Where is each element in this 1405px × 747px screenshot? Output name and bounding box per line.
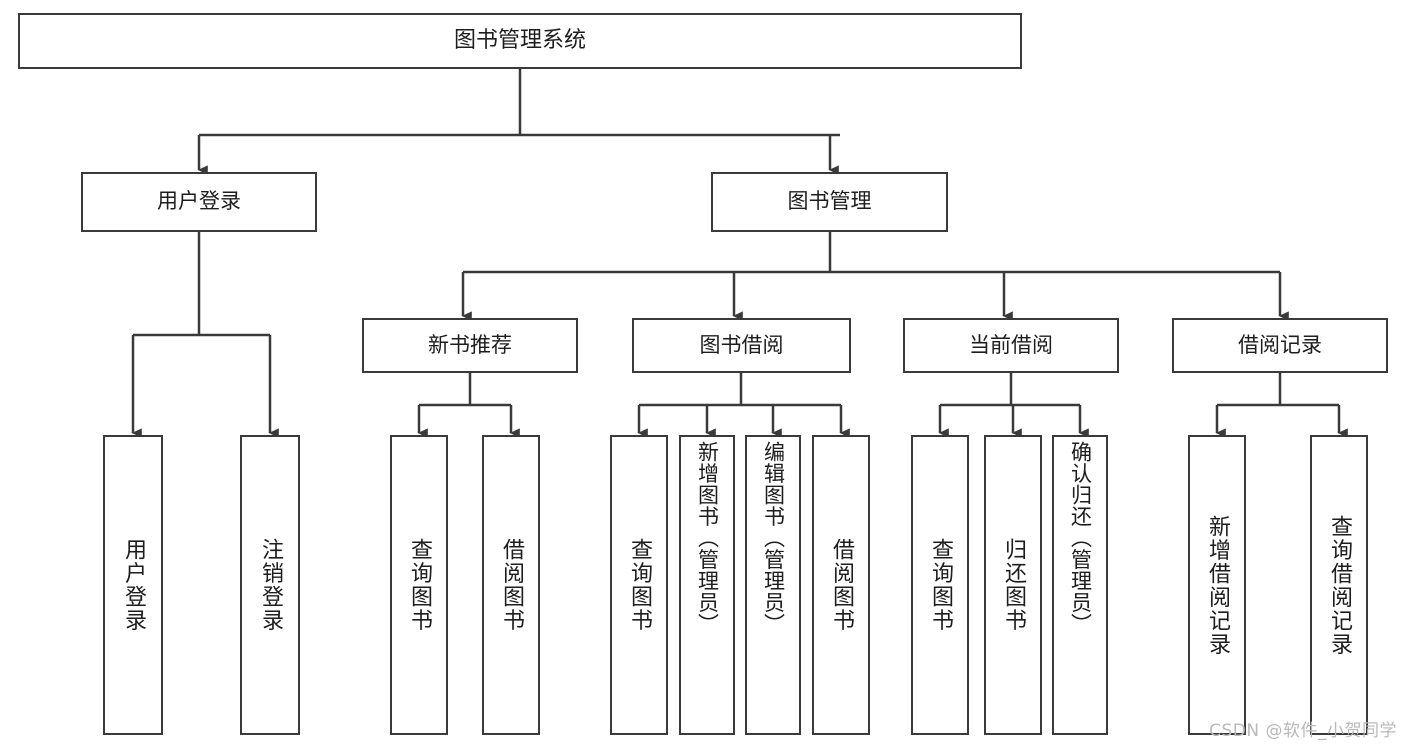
node-leaf-query-book-1[interactable]: 查询图书 — [390, 435, 448, 735]
node-leaf-user-login[interactable]: 用户登录 — [103, 435, 163, 735]
node-leaf-return-book-label: 归还图书 — [1001, 538, 1026, 632]
node-leaf-borrow-book-2-label: 借阅图书 — [829, 538, 854, 632]
node-leaf-query-book-2-label: 查询图书 — [627, 538, 652, 632]
node-leaf-query-book-2[interactable]: 查询图书 — [610, 435, 668, 735]
node-book-manage[interactable]: 图书管理 — [711, 172, 948, 232]
node-new-book-recommend[interactable]: 新书推荐 — [362, 318, 578, 373]
node-leaf-confirm-return[interactable]: 确认归还（管理员） — [1052, 435, 1108, 735]
node-leaf-borrow-book-1-label: 借阅图书 — [499, 538, 524, 632]
node-leaf-query-record[interactable]: 查询借阅记录 — [1310, 435, 1368, 735]
node-leaf-add-book-label: 新增图书（管理员） — [695, 441, 720, 635]
node-leaf-return-book[interactable]: 归还图书 — [984, 435, 1042, 735]
node-leaf-borrow-book-1[interactable]: 借阅图书 — [482, 435, 540, 735]
node-leaf-query-book-3-label: 查询图书 — [928, 538, 953, 632]
node-root[interactable]: 图书管理系统 — [18, 13, 1022, 69]
node-leaf-user-logout-label: 注销登录 — [258, 538, 283, 632]
node-leaf-edit-book-label: 编辑图书（管理员） — [761, 441, 786, 635]
node-current-borrow[interactable]: 当前借阅 — [903, 318, 1119, 373]
node-leaf-query-book-3[interactable]: 查询图书 — [911, 435, 969, 735]
csdn-watermark: CSDN @软件_小贺同学 — [1209, 721, 1397, 741]
node-borrow-record-label: 借阅记录 — [1238, 332, 1322, 357]
node-root-label: 图书管理系统 — [453, 27, 586, 53]
node-leaf-query-record-label: 查询借阅记录 — [1327, 514, 1352, 656]
node-leaf-user-login-label: 用户登录 — [121, 538, 146, 632]
node-leaf-query-book-1-label: 查询图书 — [407, 538, 432, 632]
node-book-manage-label: 图书管理 — [787, 189, 872, 214]
node-leaf-edit-book[interactable]: 编辑图书（管理员） — [745, 435, 801, 735]
node-leaf-add-book[interactable]: 新增图书（管理员） — [679, 435, 735, 735]
node-leaf-add-record-label: 新增借阅记录 — [1205, 514, 1230, 656]
node-leaf-confirm-return-label: 确认归还（管理员） — [1068, 441, 1093, 635]
node-new-book-recommend-label: 新书推荐 — [428, 332, 512, 357]
node-borrow-record[interactable]: 借阅记录 — [1172, 318, 1388, 373]
node-leaf-user-logout[interactable]: 注销登录 — [240, 435, 300, 735]
node-book-borrow[interactable]: 图书借阅 — [632, 318, 851, 373]
node-book-borrow-label: 图书借阅 — [699, 332, 784, 357]
node-leaf-add-record[interactable]: 新增借阅记录 — [1188, 435, 1246, 735]
node-user-login[interactable]: 用户登录 — [81, 172, 317, 232]
node-leaf-borrow-book-2[interactable]: 借阅图书 — [812, 435, 870, 735]
node-user-login-label: 用户登录 — [157, 189, 241, 214]
node-current-borrow-label: 当前借阅 — [969, 332, 1053, 357]
